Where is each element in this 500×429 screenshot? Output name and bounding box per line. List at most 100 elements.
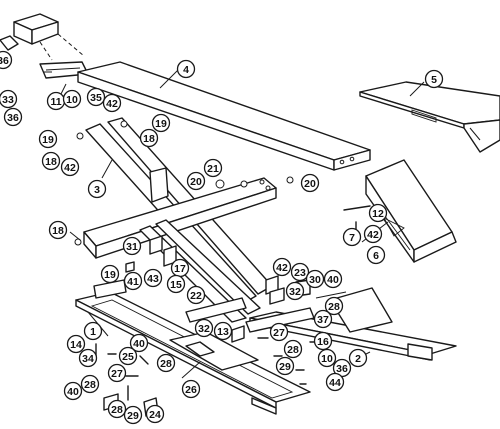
callout-label: 32: [289, 286, 301, 298]
callout-11: 11: [46, 91, 66, 111]
callout-40: 40: [63, 381, 83, 401]
callout-19: 19: [151, 113, 171, 133]
callout-28: 28: [283, 339, 303, 359]
callout-31: 31: [122, 236, 142, 256]
callout-label: 33: [2, 94, 14, 106]
callout-label: 42: [64, 162, 76, 174]
callout-25: 25: [118, 346, 138, 366]
callout-label: 36: [336, 363, 348, 375]
callout-27: 27: [107, 363, 127, 383]
callout-circle: [194, 318, 214, 338]
callout-circle: [290, 262, 310, 282]
callout-2: 2: [348, 348, 368, 368]
callout-circle: [102, 93, 122, 113]
callout-26: 26: [181, 379, 201, 399]
platform-part-5: [359, 81, 500, 153]
callout-circle: [305, 269, 325, 289]
callout-3: 3: [87, 179, 107, 199]
callout-circle: [203, 158, 223, 178]
callout-10: 10: [62, 89, 82, 109]
callout-circle: [156, 353, 176, 373]
callout-label: 34: [82, 353, 94, 365]
callout-12: 12: [368, 203, 388, 223]
base-rail-part-26: [169, 331, 259, 371]
callout-label: 26: [185, 384, 197, 396]
callout-label: 7: [349, 232, 355, 244]
callout-label: 4: [183, 64, 189, 76]
callout-label: 10: [66, 94, 78, 106]
callout-label: 42: [367, 229, 379, 241]
callout-circle: [285, 281, 305, 301]
hardware-items: [74, 120, 371, 417]
callout-22: 22: [186, 285, 206, 305]
callout-label: 28: [328, 301, 340, 313]
callout-circle: [123, 271, 143, 291]
callout-circle: [83, 321, 103, 341]
callout-circle: [366, 245, 386, 265]
callout-circle: [107, 363, 127, 383]
callout-circle: [272, 257, 292, 277]
callout-label: 30: [309, 274, 321, 286]
callout-42: 42: [363, 224, 383, 244]
callout-circle: [38, 129, 58, 149]
callout-label: 36: [0, 55, 9, 67]
callout-label: 21: [207, 163, 219, 175]
callout-16: 16: [313, 331, 333, 351]
callout-18: 18: [48, 220, 68, 240]
callout-circle: [143, 268, 163, 288]
callout-42: 42: [60, 157, 80, 177]
callout-37: 37: [313, 309, 333, 329]
callout-44: 44: [325, 372, 345, 392]
callout-label: 6: [373, 250, 379, 262]
callout-circle: [0, 50, 13, 70]
callout-circle: [80, 374, 100, 394]
callout-circle: [151, 113, 171, 133]
callout-29: 29: [275, 356, 295, 376]
callout-circle: [78, 348, 98, 368]
callout-circle: [48, 220, 68, 240]
callout-circle: [100, 264, 120, 284]
callout-label: 28: [111, 404, 123, 416]
callout-20: 20: [300, 173, 320, 193]
callout-label: 10: [321, 353, 333, 365]
callout-18: 18: [139, 128, 159, 148]
callout-label: 28: [84, 379, 96, 391]
callout-circle: [129, 333, 149, 353]
callout-circle: [323, 269, 343, 289]
callout-label: 14: [70, 339, 82, 351]
callout-10: 10: [317, 348, 337, 368]
callout-7: 7: [342, 227, 362, 247]
callout-label: 11: [50, 96, 61, 108]
callout-circle: [41, 151, 61, 171]
callout-label: 36: [7, 112, 19, 124]
callout-label: 5: [431, 74, 437, 86]
callout-label: 44: [329, 377, 341, 389]
callout-23: 23: [290, 262, 310, 282]
callout-20: 20: [186, 171, 206, 191]
callout-circle: [269, 322, 289, 342]
callout-label: 42: [276, 262, 288, 274]
callout-circle: [122, 236, 142, 256]
callout-label: 40: [67, 386, 79, 398]
callout-41: 41: [123, 271, 143, 291]
callout-circle: [313, 309, 333, 329]
callout-42: 42: [102, 93, 122, 113]
callout-circle: [62, 89, 82, 109]
callout-15: 15: [166, 274, 186, 294]
callout-36: 36: [0, 50, 13, 70]
callout-5: 5: [424, 69, 444, 89]
callout-28: 28: [107, 399, 127, 419]
callout-label: 19: [104, 269, 116, 281]
callout-circle: [342, 227, 362, 247]
callout-40: 40: [129, 333, 149, 353]
callout-label: 3: [94, 184, 100, 196]
callout-4: 4: [176, 59, 196, 79]
callout-circle: [166, 274, 186, 294]
callout-label: 28: [287, 344, 299, 356]
callout-circle: [139, 128, 159, 148]
callout-circle: [0, 89, 18, 109]
callout-29: 29: [123, 405, 143, 425]
callout-label: 40: [327, 274, 339, 286]
